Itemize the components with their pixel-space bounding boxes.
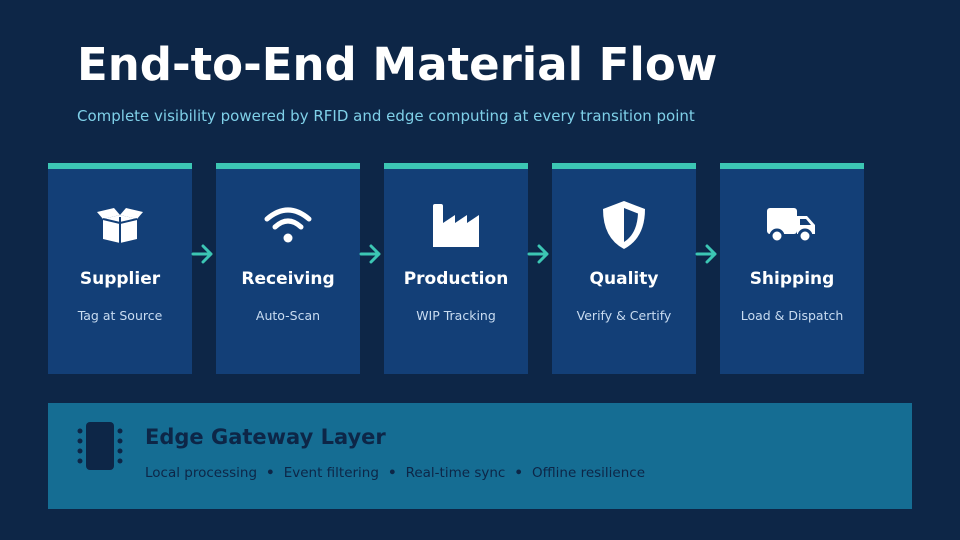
edge-feature: Event filtering <box>283 465 379 481</box>
stage-name: Shipping <box>749 269 835 289</box>
stage-card-shipping: Shipping Load & Dispatch <box>720 163 864 374</box>
stage-name: Supplier <box>79 269 161 289</box>
edge-feature: Offline resilience <box>532 465 646 481</box>
stage-description: Tag at Source <box>77 308 163 323</box>
stage-card-supplier: Supplier Tag at Source <box>48 163 192 374</box>
wifi-icon <box>262 199 314 251</box>
slide-title: End-to-End Material Flow <box>77 38 718 91</box>
arrow-right-icon <box>527 242 551 266</box>
edge-feature: Local processing <box>145 465 258 481</box>
stage-card-quality: Quality Verify & Certify <box>552 163 696 374</box>
factory-icon <box>430 199 482 251</box>
shield-icon <box>598 199 650 251</box>
arrow-right-icon <box>191 242 215 266</box>
arrow-right-icon <box>359 242 383 266</box>
edge-layer-title: Edge Gateway Layer <box>145 425 386 449</box>
bullet-separator: • <box>387 465 397 481</box>
bullet-separator: • <box>514 465 523 481</box>
edge-feature: Real-time sync <box>405 465 506 481</box>
stage-description: Verify & Certify <box>576 308 672 323</box>
stage-description: WIP Tracking <box>416 308 496 323</box>
edge-layer-features: Local processing • Event filtering • Rea… <box>145 465 645 481</box>
stage-card-receiving: Receiving Auto-Scan <box>216 163 360 374</box>
open-box-icon <box>94 199 146 251</box>
stage-name: Quality <box>589 269 659 289</box>
arrow-right-icon <box>695 242 719 266</box>
stage-name: Receiving <box>241 269 335 289</box>
truck-icon <box>766 199 818 251</box>
stage-description: Auto-Scan <box>255 308 321 323</box>
stage-card-production: Production WIP Tracking <box>384 163 528 374</box>
microchip-icon <box>76 421 124 471</box>
bullet-separator: • <box>266 465 275 481</box>
slide-subtitle: Complete visibility powered by RFID and … <box>77 107 695 125</box>
stage-description: Load & Dispatch <box>740 308 844 323</box>
stage-name: Production <box>403 269 509 289</box>
edge-gateway-panel: Edge Gateway Layer Local processing • Ev… <box>48 403 912 509</box>
